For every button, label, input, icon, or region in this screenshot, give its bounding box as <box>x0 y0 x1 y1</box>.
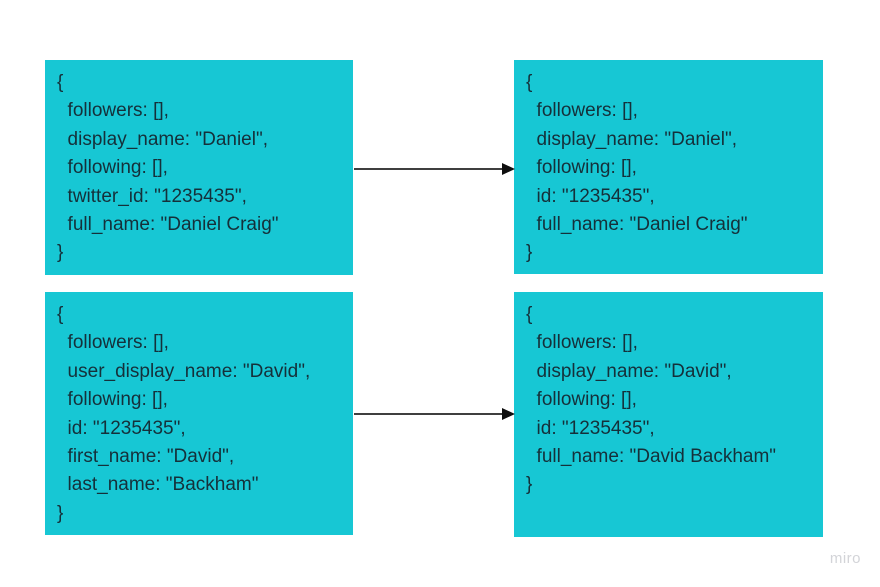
code-line: id: "1235435", <box>526 417 655 439</box>
code-line: followers: [], <box>57 332 169 354</box>
code-line: display_name: "Daniel", <box>526 128 737 150</box>
arrowhead-icon <box>502 408 515 420</box>
code-line: id: "1235435", <box>526 185 655 207</box>
code-line: first_name: "David", <box>57 446 235 468</box>
code-line: following: [], <box>526 157 637 179</box>
code-line: full_name: "Daniel Craig" <box>57 214 279 236</box>
code-line: } <box>526 474 533 496</box>
code-line: full_name: "David Backham" <box>526 446 777 468</box>
code-line: followers: [], <box>526 332 638 354</box>
code-line: full_name: "Daniel Craig" <box>526 214 748 236</box>
right-arrow-daniel <box>354 163 515 175</box>
code-box-daniel-source: { followers: [], display_name: "Daniel",… <box>45 60 353 275</box>
code-line: } <box>57 502 64 524</box>
arrowhead-icon <box>502 163 515 175</box>
code-box-david-normalized: { followers: [], display_name: "David", … <box>514 292 823 537</box>
code-line: followers: [], <box>526 100 638 122</box>
code-line: display_name: "David", <box>526 360 732 382</box>
code-line: followers: [], <box>57 100 169 122</box>
right-arrow-david <box>354 408 515 420</box>
code-line: display_name: "Daniel", <box>57 128 268 150</box>
code-box-daniel-normalized: { followers: [], display_name: "Daniel",… <box>514 60 823 274</box>
code-line: id: "1235435", <box>57 417 186 439</box>
code-line: following: [], <box>57 389 168 411</box>
code-line: { <box>526 72 533 93</box>
miro-watermark: miro <box>829 550 861 567</box>
code-line: following: [], <box>57 157 168 179</box>
code-line: { <box>57 304 64 325</box>
code-box-david-source: { followers: [], user_display_name: "Dav… <box>45 292 353 535</box>
code-line: following: [], <box>526 389 637 411</box>
code-line: user_display_name: "David", <box>57 360 311 382</box>
code-line: twitter_id: "1235435", <box>57 185 247 207</box>
code-line: { <box>526 304 533 325</box>
code-line: } <box>526 242 533 264</box>
code-line: { <box>57 72 64 93</box>
code-line: } <box>57 242 64 264</box>
code-line: last_name: "Backham" <box>57 474 259 496</box>
